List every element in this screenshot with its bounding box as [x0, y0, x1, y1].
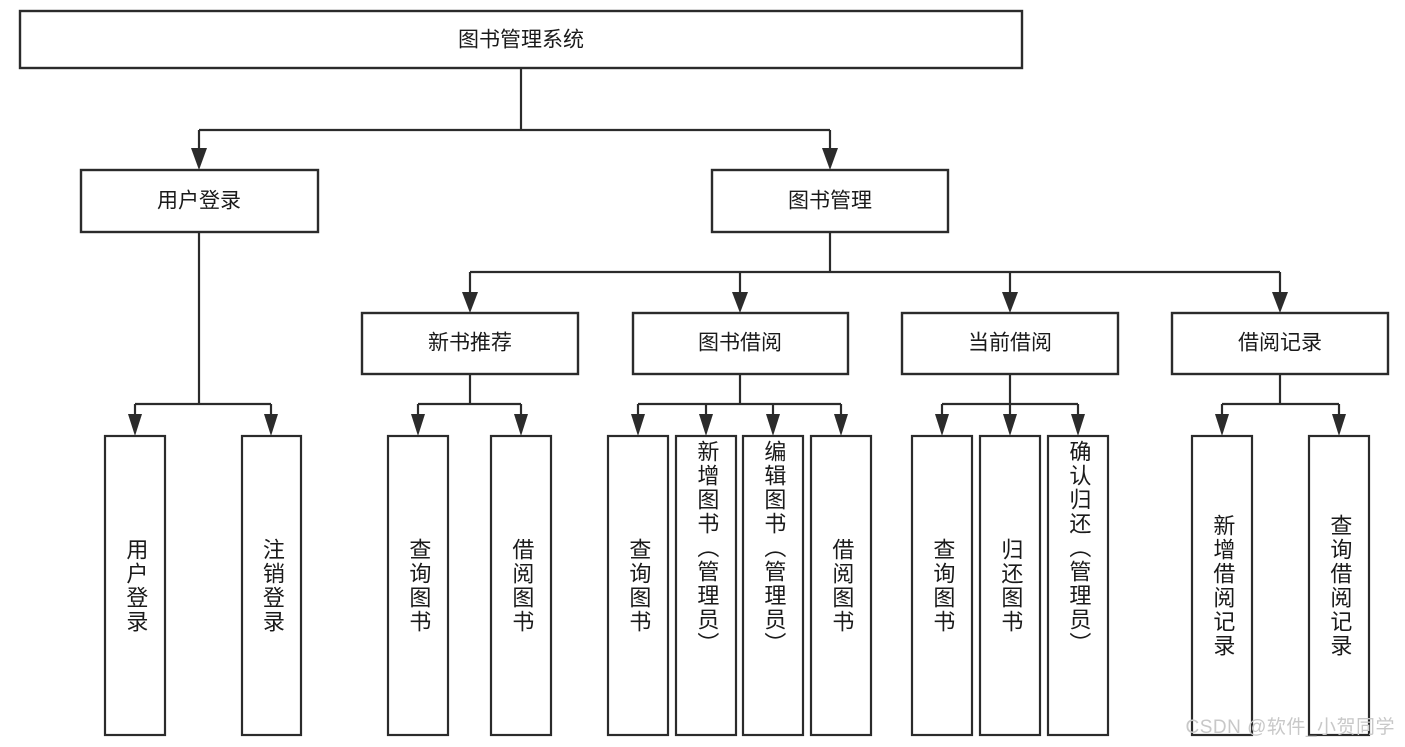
arrowhead-leaf-newbook-2 — [514, 414, 528, 436]
arrowhead-user-login — [191, 148, 207, 170]
arrowhead-book-borrow — [732, 292, 748, 313]
arrowhead-leaf-current-2 — [1003, 414, 1017, 436]
node-box-user-login[interactable] — [79, 168, 320, 234]
arrowhead-leaf-borrow-3 — [766, 414, 780, 436]
arrowhead-leaf-user-1 — [128, 414, 142, 436]
arrowhead-group — [128, 148, 1346, 436]
node-box-group — [18, 9, 1390, 737]
node-label-group: 图书管理系统 用户登录 图书管理 新书推荐 图书借阅 当前借阅 借阅记录 — [157, 29, 1322, 355]
label-new-book-recommend: 新书推荐 — [428, 332, 512, 355]
label-current-borrow: 当前借阅 — [968, 332, 1052, 355]
leaf-box-current-borrow-2[interactable] — [978, 434, 1042, 737]
node-box-current-borrow[interactable] — [900, 311, 1120, 376]
node-box-new-book-recommend[interactable] — [360, 311, 580, 376]
leaf-box-book-borrow-1[interactable] — [606, 434, 670, 737]
leaf-box-book-borrow-4[interactable] — [809, 434, 873, 737]
leaf-box-current-borrow-1[interactable] — [910, 434, 974, 737]
arrowhead-current-borrow — [1002, 292, 1018, 313]
leaf-box-borrow-record-1[interactable] — [1190, 434, 1254, 737]
leaf-box-book-borrow-2[interactable] — [674, 434, 738, 737]
arrowhead-book-manage — [822, 148, 838, 170]
label-user-login: 用户登录 — [157, 190, 241, 213]
arrowhead-leaf-borrow-2 — [699, 414, 713, 436]
node-box-book-manage[interactable] — [710, 168, 950, 234]
label-borrow-record: 借阅记录 — [1238, 332, 1322, 355]
leaf-box-user-login-2[interactable] — [240, 434, 303, 737]
watermark-text: CSDN @软件_小贺同学 — [1185, 717, 1395, 738]
leaf-box-new-book-2[interactable] — [489, 434, 553, 737]
arrowhead-leaf-current-3 — [1071, 414, 1085, 436]
node-box-root[interactable] — [18, 9, 1024, 70]
arrowhead-leaf-user-2 — [264, 414, 278, 436]
leaf-box-current-borrow-3[interactable] — [1046, 434, 1110, 737]
leaf-box-new-book-1[interactable] — [386, 434, 450, 737]
arrowhead-leaf-record-1 — [1215, 414, 1229, 436]
label-root: 图书管理系统 — [458, 29, 584, 52]
arrowhead-leaf-record-2 — [1332, 414, 1346, 436]
label-book-manage: 图书管理 — [788, 190, 872, 213]
arrowhead-leaf-newbook-1 — [411, 414, 425, 436]
arrowhead-new-book — [462, 292, 478, 313]
node-box-book-borrow[interactable] — [631, 311, 850, 376]
node-box-borrow-record[interactable] — [1170, 311, 1390, 376]
arrowhead-leaf-borrow-1 — [631, 414, 645, 436]
arrowhead-leaf-borrow-4 — [834, 414, 848, 436]
arrowhead-borrow-record — [1272, 292, 1288, 313]
leaf-box-borrow-record-2[interactable] — [1307, 434, 1371, 737]
label-book-borrow: 图书借阅 — [698, 332, 782, 355]
arrowhead-leaf-current-1 — [935, 414, 949, 436]
leaf-box-user-login-1[interactable] — [103, 434, 167, 737]
leaf-box-book-borrow-3[interactable] — [741, 434, 805, 737]
